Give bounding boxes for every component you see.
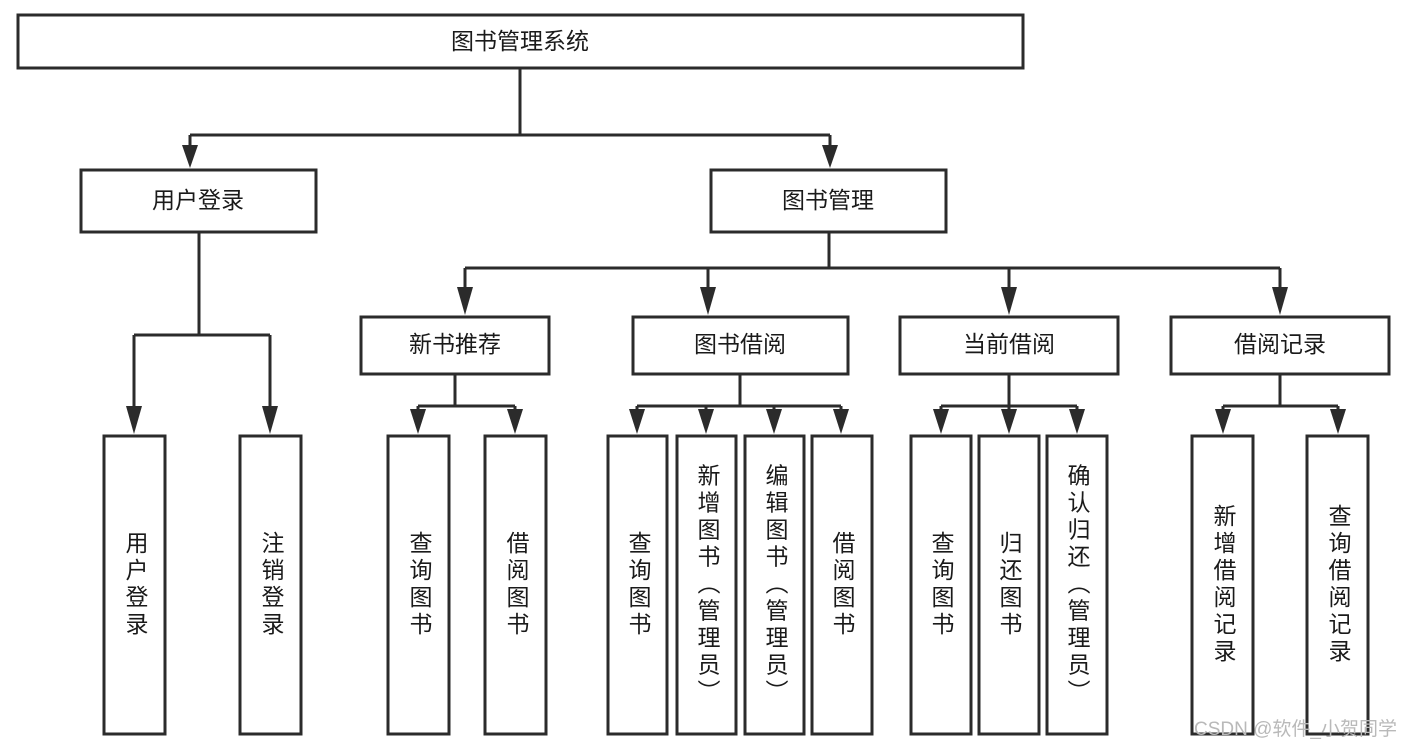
connector-bookmanage-to-level3 xyxy=(457,232,1288,315)
node-borrow-record-box[interactable] xyxy=(1169,315,1391,376)
node-leaf-return-book-box[interactable] xyxy=(977,434,1041,736)
node-leaf-query-book-2-label: 查询图书 xyxy=(625,531,652,639)
node-leaf-borrow-book-2-box[interactable] xyxy=(810,434,874,736)
node-leaf-add-record-box[interactable] xyxy=(1190,434,1255,736)
node-new-book-recommend[interactable]: 新书推荐 xyxy=(359,315,551,376)
node-leaf-edit-book-label: 编辑图书（管理员） xyxy=(762,464,789,707)
node-leaf-borrow-book-1-box[interactable] xyxy=(483,434,548,736)
node-user-login-label: 用户登录 xyxy=(152,187,244,213)
watermark-text: CSDN @软件_小贺同学 xyxy=(1194,719,1397,740)
node-leaf-borrow-book-1-label: 借阅图书 xyxy=(503,531,530,639)
node-leaf-query-book-2[interactable]: 查询图书 xyxy=(606,434,669,736)
node-leaf-borrow-book-2[interactable]: 借阅图书 xyxy=(810,434,874,736)
node-book-borrow-box[interactable] xyxy=(631,315,850,376)
node-leaf-query-book-1[interactable]: 查询图书 xyxy=(386,434,451,736)
node-leaf-edit-book-box[interactable] xyxy=(743,434,806,736)
node-leaf-add-book-label: 新增图书（管理员） xyxy=(694,464,721,707)
node-leaf-confirm-return-box[interactable] xyxy=(1045,434,1109,736)
node-root-label: 图书管理系统 xyxy=(451,28,589,54)
node-book-manage-box[interactable] xyxy=(709,168,948,234)
node-root[interactable]: 图书管理系统 xyxy=(16,13,1025,70)
connector-root-to-level2 xyxy=(182,68,838,168)
node-leaf-confirm-return[interactable]: 确认归还（管理员） xyxy=(1045,434,1109,736)
node-leaf-add-record-label: 新增借阅记录 xyxy=(1210,504,1237,666)
node-leaf-query-book-3-box[interactable] xyxy=(909,434,973,736)
node-leaf-user-login-label: 用户登录 xyxy=(122,531,149,639)
connector-borrowrecord-to-leaves xyxy=(1215,374,1346,434)
node-leaf-return-book-label: 归还图书 xyxy=(996,531,1023,639)
node-borrow-record[interactable]: 借阅记录 xyxy=(1169,315,1391,376)
node-leaf-query-book-2-box[interactable] xyxy=(606,434,669,736)
node-leaf-query-book-1-box[interactable] xyxy=(386,434,451,736)
node-borrow-record-label: 借阅记录 xyxy=(1234,331,1326,357)
node-book-manage-label: 图书管理 xyxy=(782,187,874,213)
node-leaf-user-login-box[interactable] xyxy=(102,434,167,736)
node-user-login[interactable]: 用户登录 xyxy=(79,168,318,234)
connector-userlogin-to-leaves xyxy=(126,232,278,434)
node-current-borrow-box[interactable] xyxy=(898,315,1120,376)
node-leaf-add-record[interactable]: 新增借阅记录 xyxy=(1190,434,1255,736)
node-leaf-logout[interactable]: 注销登录 xyxy=(238,434,303,736)
node-leaf-add-book[interactable]: 新增图书（管理员） xyxy=(675,434,738,736)
node-leaf-query-record-box[interactable] xyxy=(1305,434,1370,736)
node-current-borrow-label: 当前借阅 xyxy=(963,331,1055,357)
node-leaf-confirm-return-label: 确认归还（管理员） xyxy=(1064,464,1091,707)
node-leaf-add-book-box[interactable] xyxy=(675,434,738,736)
node-new-book-recommend-box[interactable] xyxy=(359,315,551,376)
node-leaf-user-login[interactable]: 用户登录 xyxy=(102,434,167,736)
node-leaf-query-book-3[interactable]: 查询图书 xyxy=(909,434,973,736)
connector-currentborrow-to-leaves xyxy=(933,374,1085,434)
node-leaf-borrow-book-1[interactable]: 借阅图书 xyxy=(483,434,548,736)
node-leaf-return-book[interactable]: 归还图书 xyxy=(977,434,1041,736)
node-current-borrow[interactable]: 当前借阅 xyxy=(898,315,1120,376)
node-new-book-recommend-label: 新书推荐 xyxy=(409,331,501,357)
connector-newbook-to-leaves xyxy=(410,374,523,434)
node-leaf-borrow-book-2-label: 借阅图书 xyxy=(829,531,856,639)
node-leaf-query-book-1-label: 查询图书 xyxy=(406,531,433,639)
node-book-manage[interactable]: 图书管理 xyxy=(709,168,948,234)
node-leaf-logout-label: 注销登录 xyxy=(258,531,285,639)
node-leaf-logout-box[interactable] xyxy=(238,434,303,736)
connector-bookborrow-to-leaves xyxy=(629,374,849,434)
node-leaf-query-book-3-label: 查询图书 xyxy=(928,531,955,639)
node-user-login-box[interactable] xyxy=(79,168,318,234)
node-book-borrow-label: 图书借阅 xyxy=(694,331,786,357)
node-leaf-query-record[interactable]: 查询借阅记录 xyxy=(1305,434,1370,736)
node-leaf-edit-book[interactable]: 编辑图书（管理员） xyxy=(743,434,806,736)
node-leaf-query-record-label: 查询借阅记录 xyxy=(1325,504,1352,666)
node-root-box[interactable] xyxy=(16,13,1025,70)
node-book-borrow[interactable]: 图书借阅 xyxy=(631,315,850,376)
